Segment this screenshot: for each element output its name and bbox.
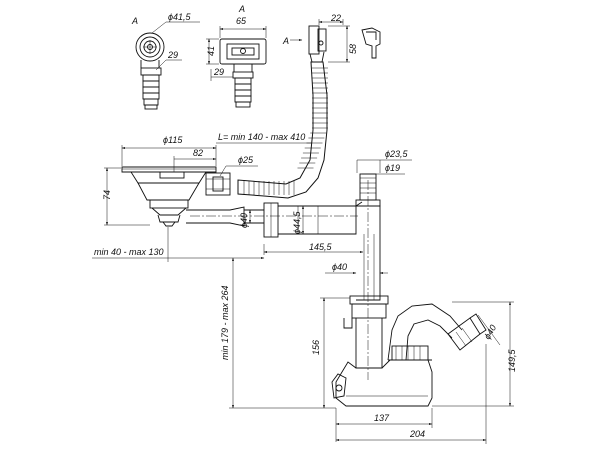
siphon-bottle-base: [331, 359, 433, 407]
dim-29-left: 29: [167, 50, 178, 60]
dim-d25: ϕ25: [238, 155, 254, 165]
dim-22: 22: [330, 13, 341, 23]
dim-41: 41: [206, 46, 216, 56]
dim-145-5: 145,5: [309, 242, 333, 252]
corrugated-hose: [237, 61, 328, 199]
dim-149-5: 149,5: [507, 348, 517, 372]
dim-204: 204: [409, 429, 425, 439]
dim-156: 156: [311, 340, 321, 355]
sink-strainer: [121, 166, 217, 227]
dim-d115: ϕ115: [163, 135, 183, 145]
dim-d41-5: ϕ41,5: [168, 12, 192, 22]
dim-29-mid: 29: [213, 67, 224, 77]
view-overflow-grille: [219, 38, 267, 108]
dim-d40-a: ϕ40: [239, 213, 249, 228]
view-overflow-side: [308, 25, 327, 63]
dim-d23-5: ϕ23,5: [385, 149, 409, 159]
dim-hose-length: L= min 140 - max 410: [218, 132, 305, 142]
view-marker-a-mid: A: [238, 4, 245, 14]
dim-range-179-264: min 179 - max 264: [220, 285, 230, 360]
overflow-clip-profile: [361, 27, 381, 59]
dim-d44-5: ϕ44,5: [292, 210, 302, 234]
dim-58: 58: [348, 44, 358, 54]
horizontal-drain-pipe: [186, 202, 357, 238]
siphon-tee-and-riser: [343, 201, 389, 369]
dim-range-40-130: min 40 - max 130: [94, 247, 164, 257]
dim-65: 65: [236, 16, 247, 26]
siphon-trap-elbow: [387, 303, 487, 361]
view-marker-a-arrow: A: [282, 36, 289, 46]
dim-d40-b: ϕ40: [332, 262, 347, 272]
strainer-side-connector: [205, 172, 231, 196]
view-overflow-outlet: [135, 32, 165, 110]
view-marker-a-left: A: [131, 16, 138, 26]
dim-137: 137: [374, 413, 390, 423]
dim-d19: ϕ19: [385, 163, 400, 173]
dim-82: 82: [193, 148, 203, 158]
